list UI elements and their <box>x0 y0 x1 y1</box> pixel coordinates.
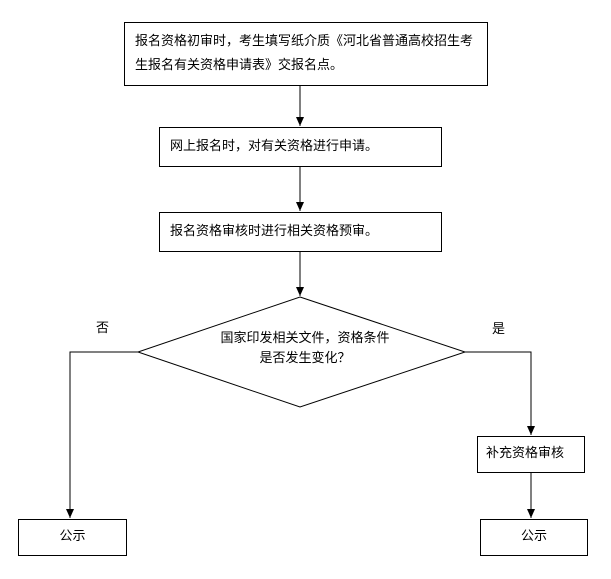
step-online-apply-text: 网上报名时，对有关资格进行申请。 <box>170 139 379 154</box>
supplement-review-text: 补充资格审核 <box>486 446 565 461</box>
supplement-review-box: 补充资格审核 <box>477 436 585 473</box>
publish-right-text: 公示 <box>520 529 547 544</box>
step-initial-review-text: 报名资格初审时，考生填写纸介质《河北省普通高校招生考生报名有关资格申请表》交报名… <box>135 34 474 73</box>
step-online-apply-box: 网上报名时，对有关资格进行申请。 <box>159 127 442 167</box>
publish-right-box: 公示 <box>480 519 588 556</box>
step-pre-review-text: 报名资格审核时进行相关资格预审。 <box>170 224 379 239</box>
publish-left-box: 公示 <box>18 519 127 556</box>
step-initial-review-box: 报名资格初审时，考生填写纸介质《河北省普通高校招生考生报名有关资格申请表》交报名… <box>124 22 488 86</box>
branch-yes-label: 是 <box>492 322 506 337</box>
arrow-yes-to-supplement <box>465 351 535 435</box>
branch-no-label: 否 <box>96 321 110 336</box>
decision-question: 国家印发相关文件，资格条件是否发生变化？ <box>220 331 390 366</box>
step-pre-review-box: 报名资格审核时进行相关资格预审。 <box>159 212 442 252</box>
decision-diamond <box>136 296 467 408</box>
publish-left-text: 公示 <box>59 529 86 544</box>
arrow-no-to-publish <box>66 351 138 518</box>
